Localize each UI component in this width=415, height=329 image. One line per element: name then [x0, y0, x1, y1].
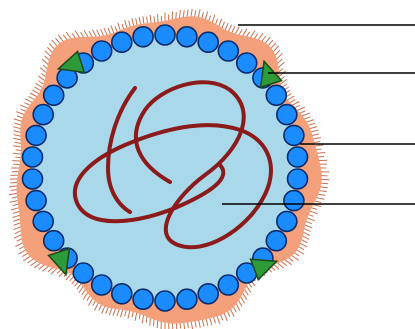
- capsomere: [26, 125, 46, 145]
- capsomere: [288, 147, 308, 167]
- capsomere: [284, 191, 304, 211]
- capsomere: [73, 263, 93, 283]
- capsomere: [266, 85, 286, 105]
- capsomere: [133, 27, 153, 47]
- capsomere: [155, 291, 175, 311]
- capsomere: [277, 211, 297, 231]
- capsomere: [237, 53, 257, 73]
- capsomere: [198, 32, 218, 52]
- capsomere: [33, 211, 53, 231]
- capsomere: [112, 32, 132, 52]
- capsomere: [288, 169, 308, 189]
- capsomere: [23, 147, 43, 167]
- capsomere: [133, 289, 153, 309]
- capsomere: [26, 191, 46, 211]
- capsomere: [23, 169, 43, 189]
- capsomere: [112, 284, 132, 304]
- capsomere: [33, 105, 53, 125]
- capsomere: [177, 27, 197, 47]
- capsomere: [92, 275, 112, 295]
- capsomere: [198, 284, 218, 304]
- capsomere: [218, 275, 238, 295]
- capsomere: [266, 231, 286, 251]
- capsomere: [92, 41, 112, 61]
- capsomere: [44, 231, 64, 251]
- capsomere: [284, 125, 304, 145]
- capsomere: [155, 25, 175, 45]
- capsomere: [277, 105, 297, 125]
- capsomere: [177, 289, 197, 309]
- capsomere: [44, 85, 64, 105]
- capsomere: [218, 41, 238, 61]
